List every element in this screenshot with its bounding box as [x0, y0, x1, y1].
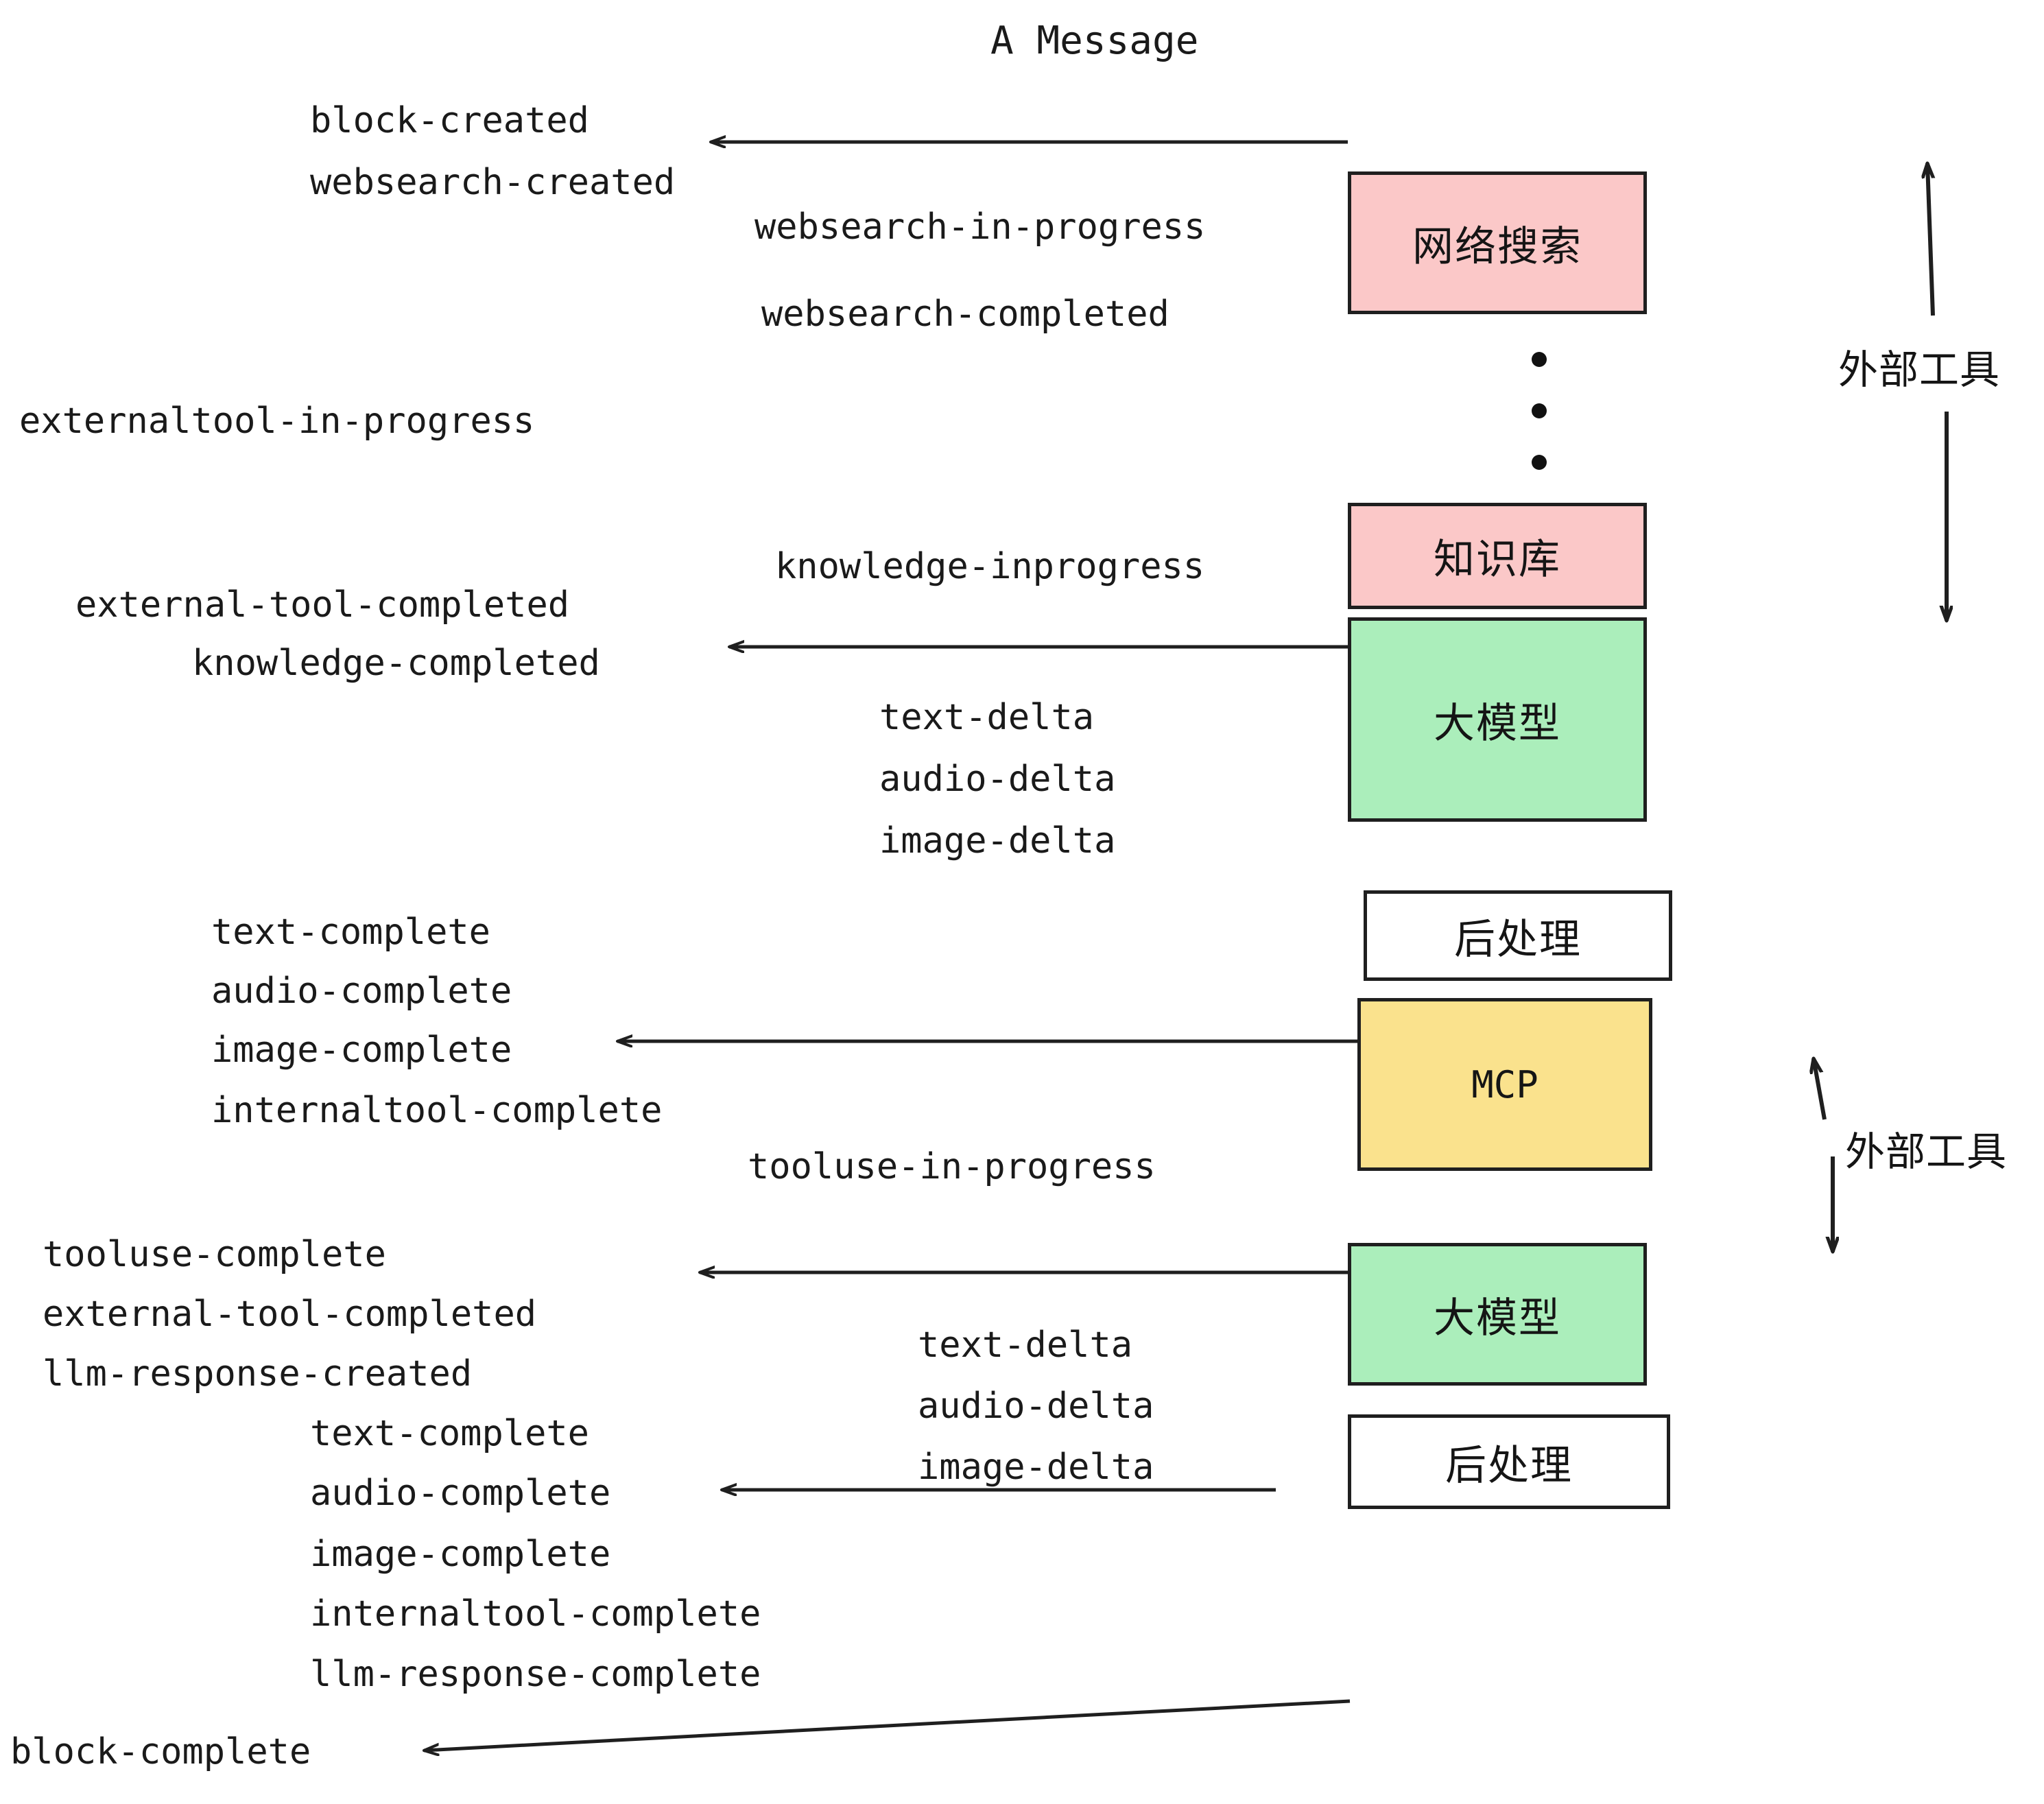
event-websearch-created: websearch-created — [310, 162, 676, 203]
event-block-created: block-created — [310, 100, 589, 141]
event-llm-response-created: llm-response-created — [43, 1353, 473, 1394]
node-llm-2[interactable]: 大模型 — [1348, 1243, 1647, 1386]
event-knowledge-completed: knowledge-completed — [192, 643, 600, 684]
event-internaltool-complete-2: internaltool-complete — [310, 1593, 761, 1635]
event-image-complete-2: image-complete — [310, 1534, 611, 1575]
event-external-tool-completed-2: external-tool-completed — [43, 1294, 537, 1335]
node-websearch-label: 网络搜索 — [1412, 222, 1582, 271]
ellipsis-dot-1 — [1532, 352, 1547, 367]
event-text-delta-2: text-delta — [918, 1325, 1133, 1366]
event-tooluse-complete: tooluse-complete — [43, 1234, 386, 1275]
event-external-tool-completed-1: external-tool-completed — [75, 584, 570, 626]
external-tools-up-arrow-bottom — [1814, 1058, 1827, 1120]
event-externaltool-in-progress: externaltool-in-progress — [19, 401, 535, 442]
event-websearch-completed: websearch-completed — [761, 294, 1169, 335]
event-llm-response-complete: llm-response-complete — [310, 1654, 761, 1695]
event-internaltool-complete-1: internaltool-complete — [211, 1090, 663, 1131]
event-audio-delta-2: audio-delta — [918, 1386, 1154, 1427]
node-mcp-label: MCP — [1471, 1063, 1538, 1106]
event-websearch-in-progress: websearch-in-progress — [754, 206, 1206, 248]
node-llm-2-label: 大模型 — [1434, 1294, 1561, 1342]
ellipsis-dot-3 — [1532, 455, 1547, 470]
node-llm-1-label: 大模型 — [1434, 699, 1561, 748]
event-text-complete-2: text-complete — [310, 1413, 589, 1454]
group-label-external-tools-bottom: 外部工具 — [1845, 1128, 2008, 1175]
node-postprocess-2-label: 后处理 — [1445, 1441, 1573, 1490]
event-text-complete-1: text-complete — [211, 912, 490, 953]
event-block-complete: block-complete — [10, 1731, 311, 1772]
event-audio-complete-1: audio-complete — [211, 971, 512, 1012]
page-title: A Message — [990, 19, 1199, 63]
external-tools-up-arrow-top — [1927, 163, 1933, 316]
node-mcp[interactable]: MCP — [1357, 998, 1652, 1171]
ellipsis-dot-2 — [1532, 403, 1547, 418]
node-postprocess-2[interactable]: 后处理 — [1348, 1414, 1670, 1509]
event-image-complete-1: image-complete — [211, 1030, 512, 1071]
event-audio-complete-2: audio-complete — [310, 1473, 611, 1514]
node-llm-1[interactable]: 大模型 — [1348, 617, 1647, 822]
arrow-postprocess2-to-block-complete — [424, 1699, 1351, 1750]
event-image-delta-1: image-delta — [879, 820, 1116, 862]
event-image-delta-2: image-delta — [918, 1447, 1154, 1488]
group-label-external-tools-top: 外部工具 — [1838, 346, 2001, 393]
node-knowledge[interactable]: 知识库 — [1348, 503, 1647, 609]
event-audio-delta-1: audio-delta — [879, 759, 1116, 800]
event-text-delta-1: text-delta — [879, 697, 1095, 738]
event-tooluse-in-progress: tooluse-in-progress — [748, 1146, 1156, 1187]
node-postprocess-1-label: 后处理 — [1454, 915, 1582, 964]
node-postprocess-1[interactable]: 后处理 — [1364, 890, 1672, 981]
event-knowledge-inprogress: knowledge-inprogress — [775, 546, 1205, 587]
node-knowledge-label: 知识库 — [1434, 536, 1561, 584]
node-websearch[interactable]: 网络搜索 — [1348, 171, 1647, 314]
